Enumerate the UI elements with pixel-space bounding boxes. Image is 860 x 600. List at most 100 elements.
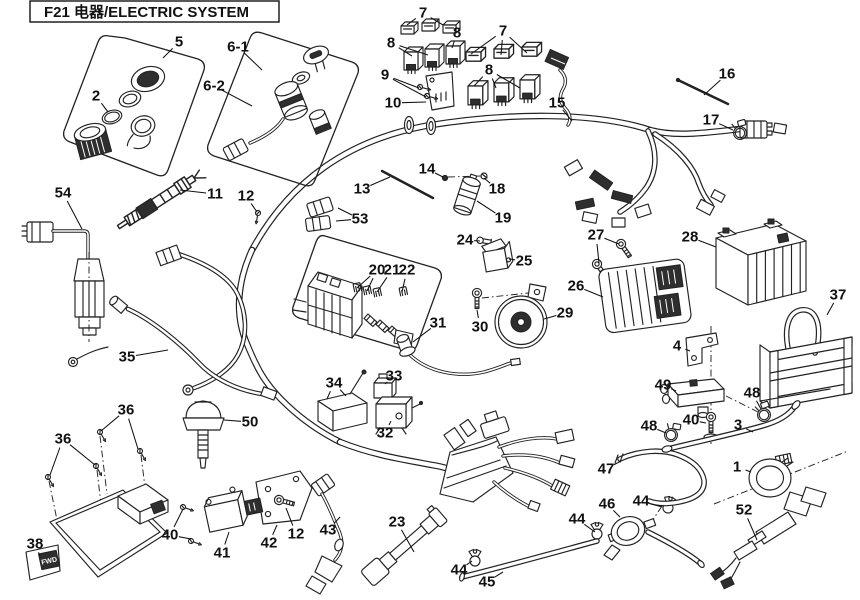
callout-leader-9 <box>392 78 427 98</box>
callout-leader-34 <box>339 389 347 397</box>
part-number-9: 9 <box>381 67 389 84</box>
cdi-unit-drawing <box>317 369 368 432</box>
part-number-7: 7 <box>419 5 427 22</box>
socket-gasket <box>101 109 123 125</box>
screw-14-drawing <box>441 174 449 182</box>
callout-leader-12 <box>285 507 294 526</box>
callout-leader-44 <box>583 523 596 533</box>
callout-leader-32 <box>388 420 392 426</box>
callout-leader-10 <box>401 101 427 104</box>
ecu-assembly-drawing <box>44 428 169 578</box>
part-number-30: 30 <box>472 319 489 336</box>
spark-plug-drawing <box>116 169 207 230</box>
callout-leader-36 <box>69 444 96 466</box>
harness-connector-cluster <box>563 159 726 228</box>
part-number-49: 49 <box>655 377 672 394</box>
part-number-46: 46 <box>599 496 616 513</box>
callout-leader-7 <box>509 36 528 54</box>
harness-boot-leads <box>443 410 576 513</box>
callout-leader-16 <box>703 79 721 96</box>
callout-leader-36 <box>49 447 61 476</box>
cable-tie-head <box>675 77 681 83</box>
harness-tape-wraps <box>574 169 634 211</box>
screw-12-top <box>253 209 262 225</box>
part-number-43: 43 <box>320 522 337 539</box>
part-number-25: 25 <box>516 253 533 270</box>
hose-clamp-44 <box>468 548 482 567</box>
part-number-15: 15 <box>549 95 566 112</box>
part-number-1: 1 <box>733 459 741 476</box>
callout-leader-48 <box>755 400 762 410</box>
relay-bank-left-drawing <box>400 18 466 111</box>
callout-leader-26 <box>584 288 604 298</box>
part-number-36: 36 <box>118 402 135 419</box>
callout-leader-6-1 <box>244 52 263 71</box>
callout-leader-21 <box>376 277 388 293</box>
connectors-53-drawing <box>304 196 334 232</box>
part-number-6-1: 6-1 <box>227 39 249 56</box>
part-number-24: 24 <box>457 232 474 249</box>
callout-leader-5 <box>162 48 173 59</box>
part-number-6-2: 6-2 <box>203 78 225 95</box>
part-number-40: 40 <box>162 527 179 544</box>
callout-leader-42 <box>272 524 278 536</box>
part-number-22: 22 <box>399 262 416 279</box>
callout-leader-7 <box>500 39 503 56</box>
part-number-32: 32 <box>377 425 394 442</box>
callout-leader-43 <box>333 516 341 524</box>
part-number-8: 8 <box>453 25 461 42</box>
callout-leader-33 <box>384 381 388 385</box>
callout-leader-7 <box>470 35 497 55</box>
socket-ring <box>118 90 142 108</box>
screw-18-drawing <box>480 172 488 180</box>
part-number-40: 40 <box>683 412 700 429</box>
power-socket-kit-drawing <box>62 34 206 177</box>
callout-leader-48 <box>657 428 667 434</box>
harness-connector-top-right <box>739 120 788 139</box>
horn-drawing <box>481 283 548 349</box>
ignition-spare-barrel <box>308 109 332 135</box>
title-box <box>29 0 280 23</box>
part-number-2: 2 <box>92 88 100 105</box>
callout-leader-23 <box>400 529 415 553</box>
part-number-21: 21 <box>384 262 401 279</box>
callout-leader-40 <box>178 536 192 540</box>
sensor-52-drawing <box>710 486 827 590</box>
main-wire-harness-drawing <box>235 48 788 513</box>
ignition-coil-drawing <box>21 221 105 342</box>
ignition-connector <box>222 138 249 161</box>
screw-alignment-line <box>447 175 482 178</box>
part-number-13: 13 <box>354 181 371 198</box>
part-number-36: 36 <box>55 431 72 448</box>
callout-leader-27 <box>596 243 600 264</box>
callout-leader-1 <box>745 469 752 473</box>
sensor-lead-43-drawing <box>305 473 344 595</box>
callout-leader-7 <box>430 17 444 26</box>
part-number-12: 12 <box>288 526 305 543</box>
cable-tie-drawing <box>676 78 730 106</box>
part-number-4: 4 <box>673 338 682 355</box>
part-number-44: 44 <box>633 493 650 510</box>
part-number-35: 35 <box>119 349 136 366</box>
callout-leader-19 <box>476 200 496 214</box>
callout-leader-20 <box>356 275 371 289</box>
callout-leader-53 <box>335 219 352 222</box>
title-block: F21 电器/ELECTRIC SYSTEM <box>29 0 280 23</box>
callout-leader-8 <box>473 76 484 87</box>
callout-leader-22 <box>401 278 406 293</box>
part-number-8: 8 <box>387 35 395 52</box>
rectifier-regulator-drawing <box>598 258 692 334</box>
harness-boot <box>439 436 514 503</box>
callout-leader-47 <box>613 460 622 466</box>
callout-leader-54 <box>66 200 83 230</box>
hose-clamp-48 <box>663 421 682 444</box>
part-number-3: 3 <box>734 417 742 434</box>
part-number-44: 44 <box>569 511 586 528</box>
callout-leader-8 <box>491 78 497 89</box>
hose-47-drawing <box>614 448 707 507</box>
callout-leader-25 <box>508 258 516 261</box>
part-number-20: 20 <box>369 262 386 279</box>
callout-leader-44 <box>649 502 663 508</box>
part-number-44: 44 <box>451 562 468 579</box>
tie-rod-drawing <box>380 169 435 200</box>
